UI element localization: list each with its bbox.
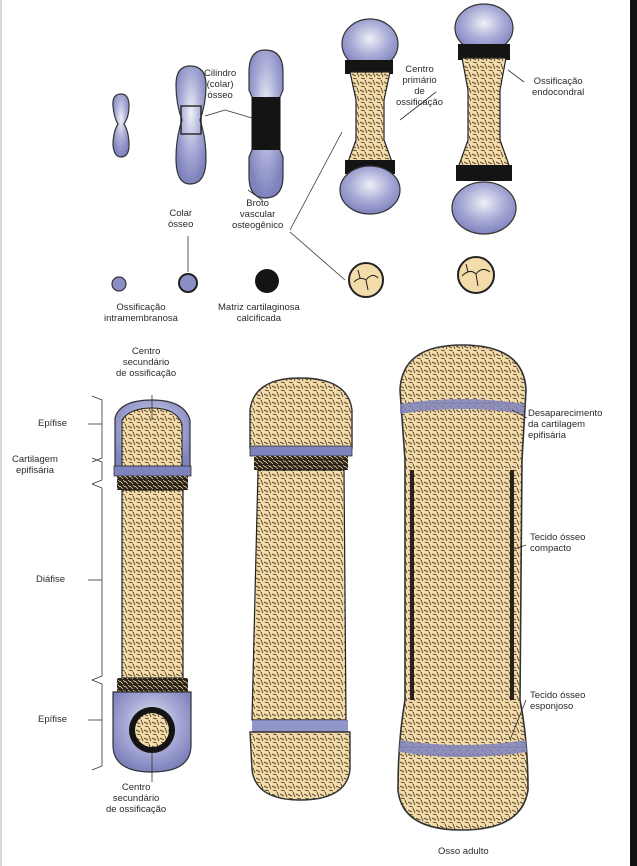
label-osso-adulto: Osso adulto (438, 846, 489, 857)
label-cartilagem-epifisaria: Cartilagem epifisária (12, 454, 58, 476)
cross-section-1 (112, 277, 126, 291)
label-centro-primario: Centro primário de ossificação (396, 64, 443, 108)
cross-section-3 (255, 269, 279, 293)
label-broto-vascular: Broto vascular osteogênico (232, 198, 283, 231)
growing-bone-a (113, 400, 191, 772)
adult-bone (398, 345, 528, 830)
label-tecido-compacto: Tecido ósseo compacto (530, 532, 585, 554)
cartilage-model-1 (113, 94, 129, 157)
label-cilindro-colar: Cilindro (colar) ósseo (204, 68, 236, 101)
label-desaparecimento: Desaparecimento da cartilagem epifisária (528, 408, 602, 441)
right-edge (630, 0, 637, 866)
label-matriz-calcificada: Matriz cartilaginosa calcificada (218, 302, 300, 324)
label-tecido-esponjoso: Tecido ósseo esponjoso (530, 690, 585, 712)
label-ossificacao-endocondral: Ossificação endocondral (532, 76, 584, 98)
label-colar-osseo: Colar ósseo (168, 208, 193, 230)
label-diafise: Diáfise (36, 574, 65, 585)
label-epifise-top: Epífise (38, 418, 67, 429)
growing-bone-b (250, 378, 352, 800)
calcified-core-3 (252, 97, 280, 150)
bone-model-4 (340, 19, 400, 214)
label-epifise-bottom: Epífise (38, 714, 67, 725)
label-centro-secundario-bottom: Centro secundário de ossificação (106, 782, 166, 815)
cross-section-5 (458, 257, 494, 293)
cross-section-4 (349, 263, 383, 297)
cross-section-2 (179, 274, 197, 292)
bone-model-5 (452, 4, 516, 234)
label-centro-secundario-top: Centro secundário de ossificação (116, 346, 176, 379)
label-ossificacao-intramembranosa: Ossificação intramembranosa (104, 302, 178, 324)
